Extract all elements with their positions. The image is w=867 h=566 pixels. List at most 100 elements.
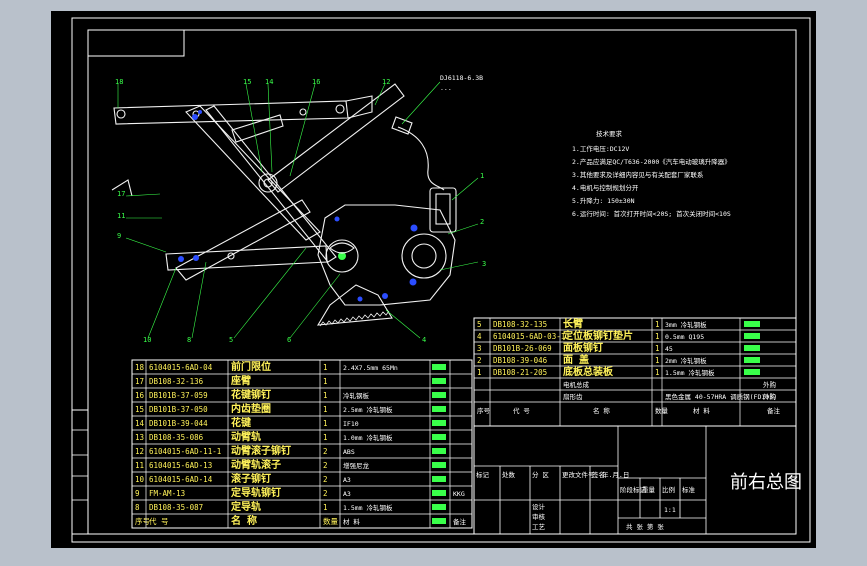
- balloon-10: 10: [143, 336, 151, 344]
- right-bom-cell: 扇形齿: [563, 392, 583, 401]
- right-bom-cell: DB108-32-135: [493, 320, 547, 329]
- tech-req-line-3: 3.其他要求及详细内容见与有关配套厂家联系: [572, 170, 704, 179]
- right-bom-mark: [744, 321, 760, 327]
- balloon-9: 9: [117, 232, 121, 240]
- balloon-3: 3: [482, 260, 486, 268]
- balloon-18: 18: [115, 78, 123, 86]
- top-right-sublabel: ...: [440, 84, 452, 92]
- left-bom-mark: [432, 462, 446, 468]
- tb-row1-5: 签名: [592, 470, 605, 479]
- tb-scale-value: 1:1: [664, 506, 676, 514]
- balloon-11: 11: [117, 212, 125, 220]
- tb-col-stage: 阶段标记: [620, 485, 647, 494]
- right-bom-cell: 1: [655, 320, 660, 329]
- left-bom-cell: 6104015-6AD-13: [149, 461, 212, 470]
- right-bom-header-cell: 备注: [767, 406, 781, 415]
- base-plate: [317, 204, 456, 306]
- left-bom-cell: 滚子铆钉: [231, 472, 271, 485]
- left-bom-mark: [432, 364, 446, 370]
- right-bom-cell: 电机总成: [563, 380, 590, 389]
- tb-row1-3: 分 区: [532, 470, 549, 479]
- right-bom-cell: 45: [665, 345, 673, 353]
- leader-lines: [117, 81, 479, 339]
- motor-body: [429, 187, 457, 233]
- left-bom-cell: 9: [135, 489, 140, 498]
- right-bom-cell: 面 盖: [563, 353, 589, 366]
- left-bom-cell: KKG: [453, 490, 465, 498]
- left-bom-cell: 8: [135, 503, 140, 512]
- connector: [391, 116, 413, 135]
- balloon-5: 5: [229, 336, 233, 344]
- left-bom-cell: 6104015-6AD-14: [149, 475, 213, 484]
- left-bom-cell: 1.5mm 冷轧钢板: [343, 503, 393, 512]
- right-bom-cell: 1: [655, 332, 660, 341]
- left-bom-cell: A3: [343, 476, 351, 484]
- left-bom-mark: [432, 504, 446, 510]
- rail-hole-right: [335, 104, 345, 114]
- left-bom-mark: [432, 476, 446, 482]
- balloon-6: 6: [287, 336, 291, 344]
- left-bom-cell: 6104015-6AD-04: [149, 363, 213, 372]
- rail-hole-left: [116, 109, 126, 119]
- tb-label-process: 工艺: [532, 523, 546, 531]
- scissor-arm-b: [267, 83, 405, 193]
- right-bom-cell: 5: [477, 320, 482, 329]
- motor-drive: [401, 233, 447, 279]
- left-bom-cell: IF10: [343, 420, 359, 428]
- left-bom-cell: 冷轧钢板: [343, 391, 370, 400]
- tech-req-line-5: 5.升降力: 150±30N: [572, 196, 635, 205]
- right-bom-cell: 1: [477, 368, 482, 377]
- left-bom-mark: [432, 448, 446, 454]
- right-bom-header-cell: 序号: [477, 406, 491, 415]
- left-bom-cell: 定导轨铆钉: [231, 486, 281, 499]
- right-bom-cell: 1: [655, 356, 660, 365]
- left-bom-cell: DB108-32-136: [149, 377, 204, 386]
- right-bom-cell: 1: [655, 344, 660, 353]
- right-bom-header-cell: 代 号: [513, 406, 530, 415]
- left-bom-cell: 座臂: [230, 374, 251, 387]
- balloon-15: 15: [243, 78, 251, 86]
- right-bom-row-extra: 电机总成 外购: [563, 380, 777, 389]
- left-bom-cell: 1.0mm 冷轧钢板: [343, 433, 393, 442]
- right-bom-cell: 定位板铆钉垫片: [563, 329, 633, 342]
- left-bom-cell: 名 称: [231, 514, 257, 527]
- tb-sheet-text: 共 张 第 张: [626, 522, 664, 531]
- right-bom-mark: [744, 333, 760, 339]
- tb-col-weight: 重量: [642, 486, 656, 494]
- rail-rivet-2: [299, 108, 307, 116]
- left-bom-cell: 材 料: [343, 517, 360, 526]
- left-bom-mark: [432, 490, 446, 496]
- left-bom-cell: 花键铆钉: [231, 388, 271, 401]
- tech-requirements: 技术要求 1.工作电压:DC12V 2.产品应满足QC/T636-2000《汽车…: [572, 129, 731, 218]
- inner-border: [87, 29, 797, 535]
- left-bom-mark: [432, 378, 446, 384]
- right-bom-cell: 底板总装板: [563, 365, 614, 378]
- left-bom-cell: DB108-35-087: [149, 503, 203, 512]
- right-bom-cell: 3mm 冷轧钢板: [665, 320, 707, 329]
- left-bom-cell: 13: [135, 433, 144, 442]
- right-bom-cell: 外购: [763, 380, 777, 389]
- cable: [397, 126, 445, 191]
- left-bom-cell: 6104015-6AD-11-1: [149, 447, 221, 456]
- spring-housing: [325, 239, 359, 273]
- left-bom-cell: DB108-35-086: [149, 433, 204, 442]
- title-block: 前右总图 标记 处数 分 区 更改文件号 签名 年.月.日 设计 审核 工艺 阶…: [473, 425, 802, 535]
- tb-label-design: 设计: [532, 502, 546, 511]
- right-bom-row-extra: 扇形齿黑色金属 40-57HRA 调质钢(FD195)外购: [563, 392, 777, 401]
- right-bom-cell: 外购: [763, 392, 777, 401]
- lower-rail-rivet-2: [193, 255, 199, 261]
- balloon-17: 17: [117, 190, 125, 198]
- scissor-arm-a: [185, 105, 321, 241]
- left-bom-mark: [432, 518, 446, 524]
